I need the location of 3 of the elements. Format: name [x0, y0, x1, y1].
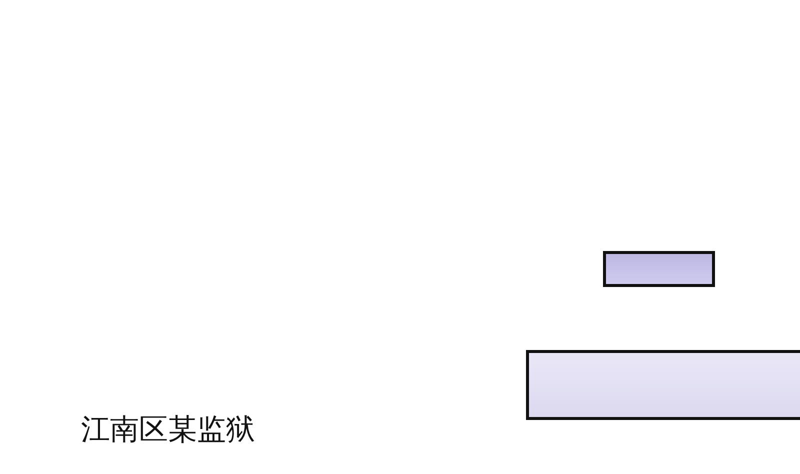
panel	[526, 350, 800, 420]
caption-text: 江南区某监狱	[81, 411, 255, 448]
panel	[603, 251, 715, 287]
